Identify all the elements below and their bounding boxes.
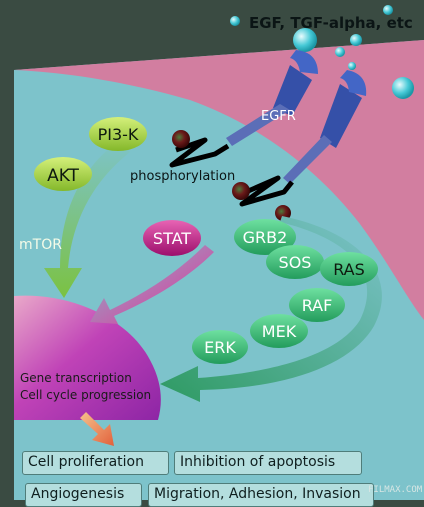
nucleus [14, 295, 161, 420]
node-mtor-label: mTOR [19, 237, 62, 253]
pi3k-akt-arrow [44, 140, 130, 298]
ligand-particle [293, 28, 317, 52]
phosphate-dot [275, 205, 291, 221]
ligand-particle [335, 47, 345, 57]
ligand-title: EGF, TGF-alpha, etc [249, 14, 413, 32]
node-ras-label: RAS [333, 260, 365, 279]
node-erk [192, 330, 248, 364]
phosphate-dot [172, 130, 190, 148]
outcome-inhibition-of-apoptosis: Inhibition of apoptosis [174, 451, 362, 475]
nucleus-label-line1: Gene transcription [20, 371, 132, 385]
phosphorylation-squiggle [239, 175, 294, 207]
node-akt-label: AKT [47, 166, 79, 186]
node-grb2-label: GRB2 [243, 228, 288, 247]
node-sos-label: SOS [279, 253, 312, 272]
node-akt [34, 157, 92, 191]
node-sos [266, 245, 324, 279]
egfr-receptor [226, 50, 367, 184]
node-raf-label: RAF [302, 296, 333, 315]
stat-arrow [90, 245, 214, 324]
node-raf [289, 288, 345, 322]
ligand-particle [383, 5, 393, 15]
mapk-arrow [160, 216, 382, 402]
ligand-particle [392, 77, 414, 99]
nucleus-label-line2: Cell cycle progression [20, 388, 151, 402]
node-pi3k [89, 117, 147, 151]
cell-membrane [14, 40, 424, 320]
watermark: FILMAX.COM [368, 485, 423, 495]
outcome-migration-adhesion-invasion: Migration, Adhesion, Invasion [148, 483, 374, 507]
ligand-particle [348, 62, 356, 70]
egfr-label: EGFR [261, 109, 296, 124]
node-mek-label: MEK [262, 322, 297, 341]
node-stat-label: STAT [153, 229, 191, 248]
node-erk-label: ERK [204, 338, 236, 357]
ligand-particle [350, 34, 362, 46]
phosphorylation-squiggle [169, 137, 230, 168]
node-stat [143, 220, 201, 256]
phosphorylation-label: phosphorylation [130, 169, 235, 184]
phosphate-dot [232, 182, 250, 200]
outcome-cell-proliferation: Cell proliferation [22, 451, 169, 475]
ligand-particles [230, 5, 414, 99]
ligand-particle [230, 16, 240, 26]
node-pi3k-label: PI3-K [98, 125, 139, 144]
outcome-angiogenesis: Angiogenesis [25, 483, 142, 507]
node-ras [320, 252, 378, 286]
node-mek [250, 314, 308, 348]
node-grb2 [234, 219, 296, 255]
output-arrow [80, 412, 114, 446]
